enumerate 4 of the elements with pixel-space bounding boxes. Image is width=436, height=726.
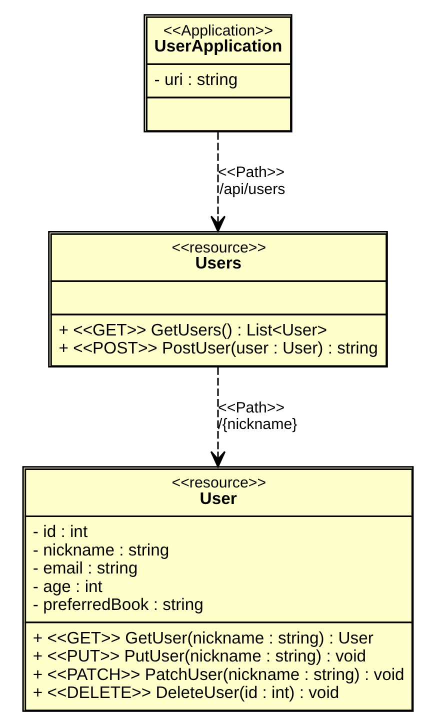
arrow	[210, 367, 226, 468]
edge-label: <<Path>> /api/users	[218, 164, 286, 198]
arrow	[210, 132, 226, 232]
edge-label: <<Path>> /{nickname}	[218, 399, 298, 433]
